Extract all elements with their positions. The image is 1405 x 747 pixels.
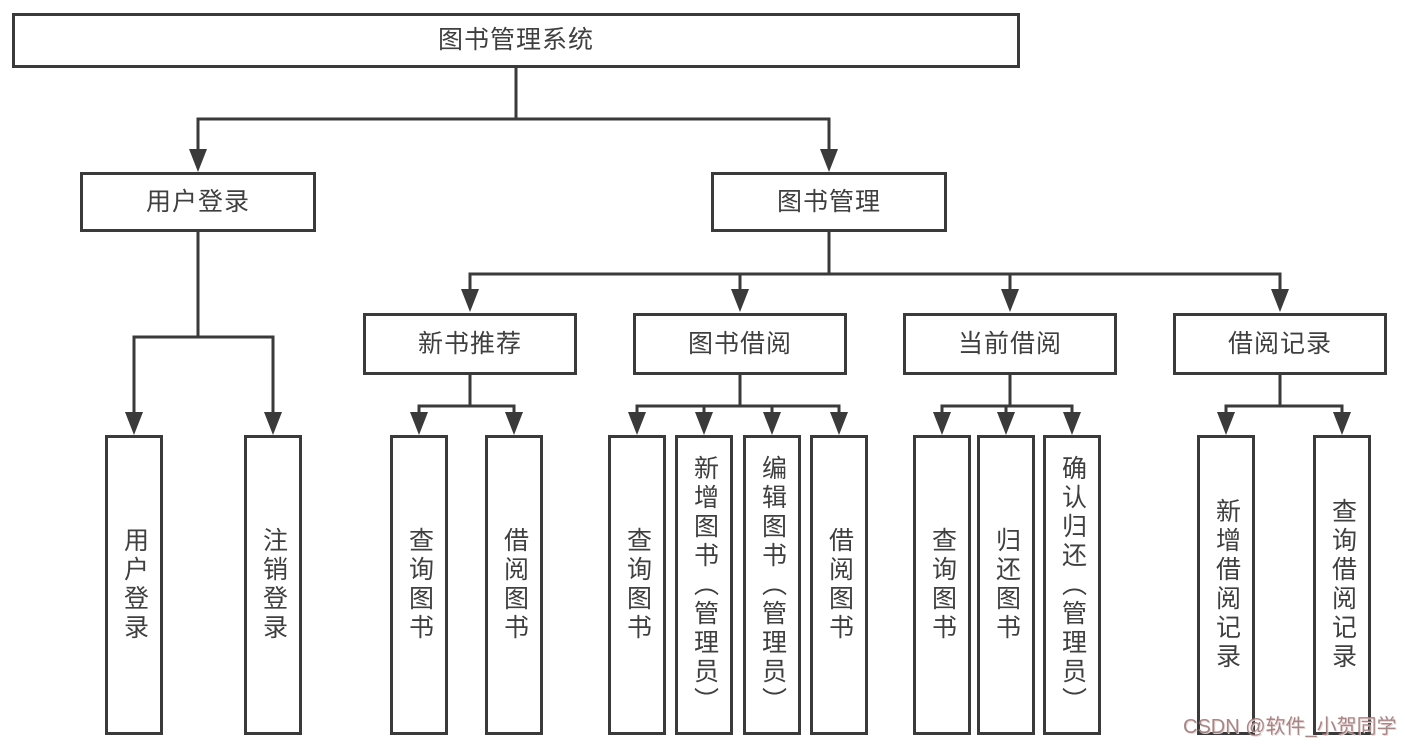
node-book-borrow: 图书借阅 [633,313,847,375]
leaf-current-query-books-label: 查询图书 [928,527,957,643]
arrowhead [264,412,282,435]
leaf-borrow-borrow-books-label: 借阅图书 [825,527,854,643]
node-user-login: 用户登录 [80,172,316,232]
arrowhead [1217,412,1235,435]
leaf-current-return-books: 归还图书 [977,435,1035,735]
arrowhead [695,412,713,435]
arrowhead [933,412,951,435]
leaf-current-confirm-return-admin-label: 确认归还（管理员） [1058,454,1087,716]
leaf-current-confirm-return-admin: 确认归还（管理员） [1043,435,1101,735]
arrowhead [997,412,1015,435]
leaf-borrow-edit-books-admin: 编辑图书（管理员） [743,435,801,735]
node-borrow-records: 借阅记录 [1173,313,1387,375]
arrowhead [628,412,646,435]
node-root: 图书管理系统 [12,13,1020,68]
node-book-management-label: 图书管理 [776,187,881,216]
leaf-current-return-books-label: 归还图书 [992,527,1021,643]
leaf-borrow-query-books-label: 查询图书 [623,527,652,643]
arrowhead [1271,289,1289,312]
arrowhead [731,289,749,312]
node-book-management: 图书管理 [711,172,947,232]
leaf-recommend-borrow-books-label: 借阅图书 [500,527,529,643]
leaf-user-login-label: 用户登录 [120,527,149,643]
arrowhead [1001,289,1019,312]
leaf-borrow-edit-books-admin-label: 编辑图书（管理员） [758,454,787,716]
leaf-borrow-borrow-books: 借阅图书 [810,435,868,735]
leaf-records-query-record-label: 查询借阅记录 [1328,498,1357,672]
leaf-borrow-add-books-admin-label: 新增图书（管理员） [690,454,719,716]
leaf-borrow-query-books: 查询图书 [608,435,666,735]
arrowhead [410,412,428,435]
leaf-recommend-query-books: 查询图书 [390,435,448,735]
leaf-borrow-add-books-admin: 新增图书（管理员） [675,435,733,735]
arrowhead [820,149,838,172]
node-current-borrow: 当前借阅 [903,313,1117,375]
node-new-book-recommend: 新书推荐 [363,313,577,375]
leaf-logout-label: 注销登录 [259,527,288,643]
node-user-login-label: 用户登录 [145,187,250,216]
arrowhead [763,412,781,435]
leaf-records-add-record: 新增借阅记录 [1197,435,1255,735]
arrowhead [830,412,848,435]
arrowhead [461,289,479,312]
node-root-label: 图书管理系统 [437,26,594,54]
leaf-recommend-borrow-books: 借阅图书 [485,435,543,735]
leaf-recommend-query-books-label: 查询图书 [405,527,434,643]
arrowhead [505,412,523,435]
arrowhead [1333,412,1351,435]
leaf-records-query-record: 查询借阅记录 [1313,435,1371,735]
arrowhead [189,149,207,172]
leaf-user-login: 用户登录 [105,435,163,735]
arrowhead [125,412,143,435]
leaf-records-add-record-label: 新增借阅记录 [1212,498,1241,672]
node-new-book-recommend-label: 新书推荐 [417,329,522,358]
leaf-logout: 注销登录 [244,435,302,735]
node-current-borrow-label: 当前借阅 [957,329,1062,358]
leaf-current-query-books: 查询图书 [913,435,971,735]
csdn-watermark: CSDN @软件_小贺同学 [1183,716,1397,738]
node-borrow-records-label: 借阅记录 [1227,329,1332,358]
arrowhead [1063,412,1081,435]
node-book-borrow-label: 图书借阅 [687,329,792,358]
